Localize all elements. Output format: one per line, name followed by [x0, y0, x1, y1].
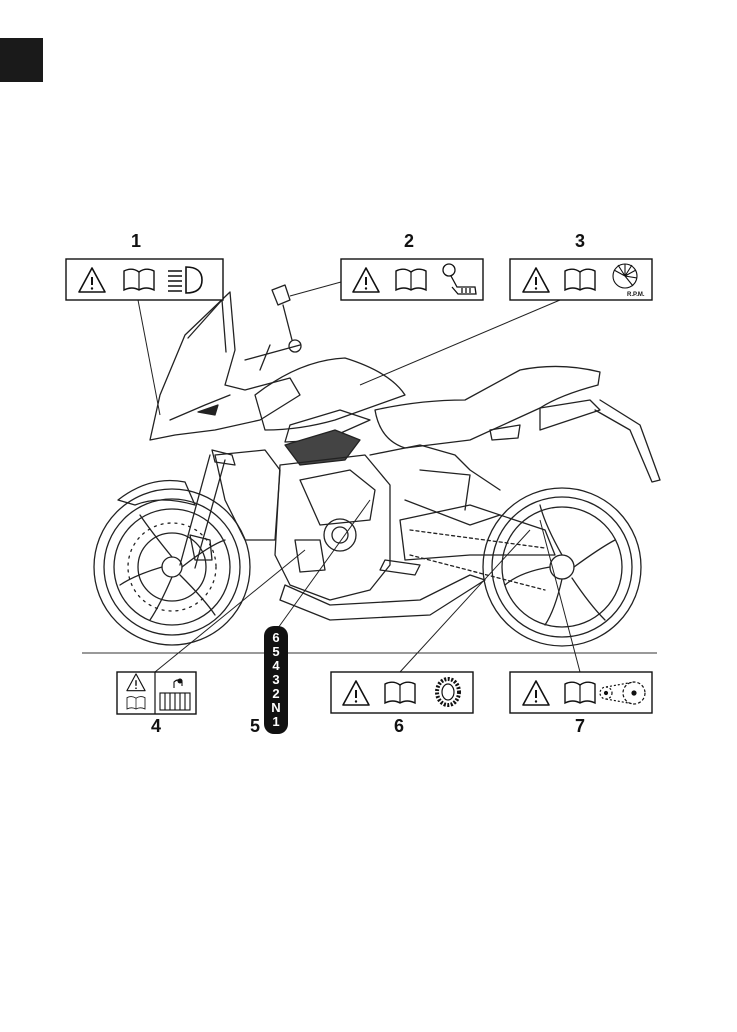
gear-label: 3: [272, 673, 279, 687]
front-wheel: [94, 489, 250, 645]
seat: [375, 366, 600, 448]
label-7-box: [510, 672, 652, 713]
motorcycle-illustration: [94, 285, 660, 646]
gear-label: 1: [272, 715, 279, 729]
gear-label: N: [271, 701, 280, 715]
rear-wheel: [483, 488, 641, 646]
front-fairing: [150, 292, 300, 440]
label-1-box: [66, 259, 223, 300]
label-4-box: [117, 672, 196, 714]
gear-pattern-icon: 6 5 4 3 2 N 1: [264, 626, 288, 734]
label-6-box: [331, 672, 473, 713]
engine: [275, 455, 390, 600]
fuel-tank: [255, 358, 405, 430]
gear-label: 4: [272, 659, 279, 673]
label-2-box: [341, 259, 483, 300]
gear-label: 6: [272, 631, 279, 645]
gear-label: 2: [272, 687, 279, 701]
tacho-caption: R.P.M.: [627, 292, 645, 298]
swing-arm: [400, 505, 555, 560]
gear-label: 5: [272, 645, 279, 659]
